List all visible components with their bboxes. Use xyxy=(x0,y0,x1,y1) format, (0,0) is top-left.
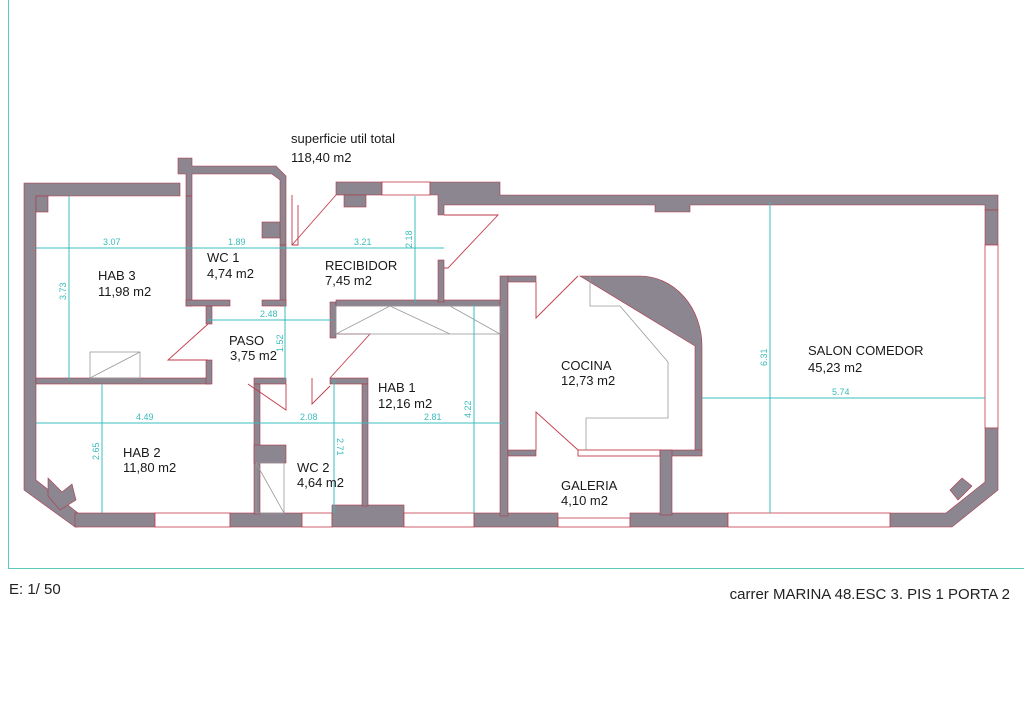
room-name-galeria: GALERIA xyxy=(561,478,618,493)
walls xyxy=(23,157,999,528)
dimension-lines xyxy=(36,196,985,513)
dim-label: 2.48 xyxy=(260,309,278,319)
dim-label: 2.81 xyxy=(424,412,442,422)
room-name-hab2: HAB 2 xyxy=(123,445,161,460)
summary: superficie util total 118,40 m2 xyxy=(291,131,395,165)
dim-label: 6.31 xyxy=(759,348,769,366)
doors-and-fixtures xyxy=(89,194,669,514)
room-area-hab3: 11,98 m2 xyxy=(98,284,151,299)
dim-label: 4.22 xyxy=(463,400,473,418)
room-area-galeria: 4,10 m2 xyxy=(561,493,608,508)
dimension-labels: 3.07 1.89 3.21 2.18 3.73 2.48 1.52 4.49 … xyxy=(58,230,850,460)
dim-label: 2.65 xyxy=(91,442,101,460)
dim-label: 5.74 xyxy=(832,387,850,397)
dim-label: 2.08 xyxy=(300,412,318,422)
room-name-hab3: HAB 3 xyxy=(98,268,136,283)
room-name-recibidor: RECIBIDOR xyxy=(325,258,397,273)
room-area-wc1: 4,74 m2 xyxy=(207,266,254,281)
room-labels: HAB 3 11,98 m2 WC 1 4,74 m2 RECIBIDOR 7,… xyxy=(98,250,924,508)
room-name-paso: PASO xyxy=(229,333,264,348)
summary-value: 118,40 m2 xyxy=(291,150,351,165)
room-area-salon: 45,23 m2 xyxy=(808,360,862,375)
address-label: carrer MARINA 48.ESC 3. PIS 1 PORTA 2 xyxy=(729,586,1010,603)
room-name-cocina: COCINA xyxy=(561,358,612,373)
room-area-recibidor: 7,45 m2 xyxy=(325,273,372,288)
room-area-wc2: 4,64 m2 xyxy=(297,475,344,490)
room-area-cocina: 12,73 m2 xyxy=(561,373,615,388)
dim-label: 2.18 xyxy=(404,230,414,248)
dim-label: 4.49 xyxy=(136,412,154,422)
room-area-hab2: 11,80 m2 xyxy=(123,460,176,475)
dim-label: 3.21 xyxy=(354,237,372,247)
room-name-wc1: WC 1 xyxy=(207,250,240,265)
room-name-wc2: WC 2 xyxy=(297,460,330,475)
room-area-hab1: 12,16 m2 xyxy=(378,396,432,411)
room-name-salon: SALON COMEDOR xyxy=(808,343,924,358)
summary-label: superficie util total xyxy=(291,131,395,146)
dim-label: 3.07 xyxy=(103,237,121,247)
dim-label: 2.71 xyxy=(335,438,345,456)
dim-label: 3.73 xyxy=(58,282,68,300)
room-name-hab1: HAB 1 xyxy=(378,380,416,395)
scale-label: E: 1/ 50 xyxy=(9,581,61,598)
dim-label: 1.52 xyxy=(275,334,285,352)
room-area-paso: 3,75 m2 xyxy=(230,348,277,363)
dim-label: 1.89 xyxy=(228,237,246,247)
